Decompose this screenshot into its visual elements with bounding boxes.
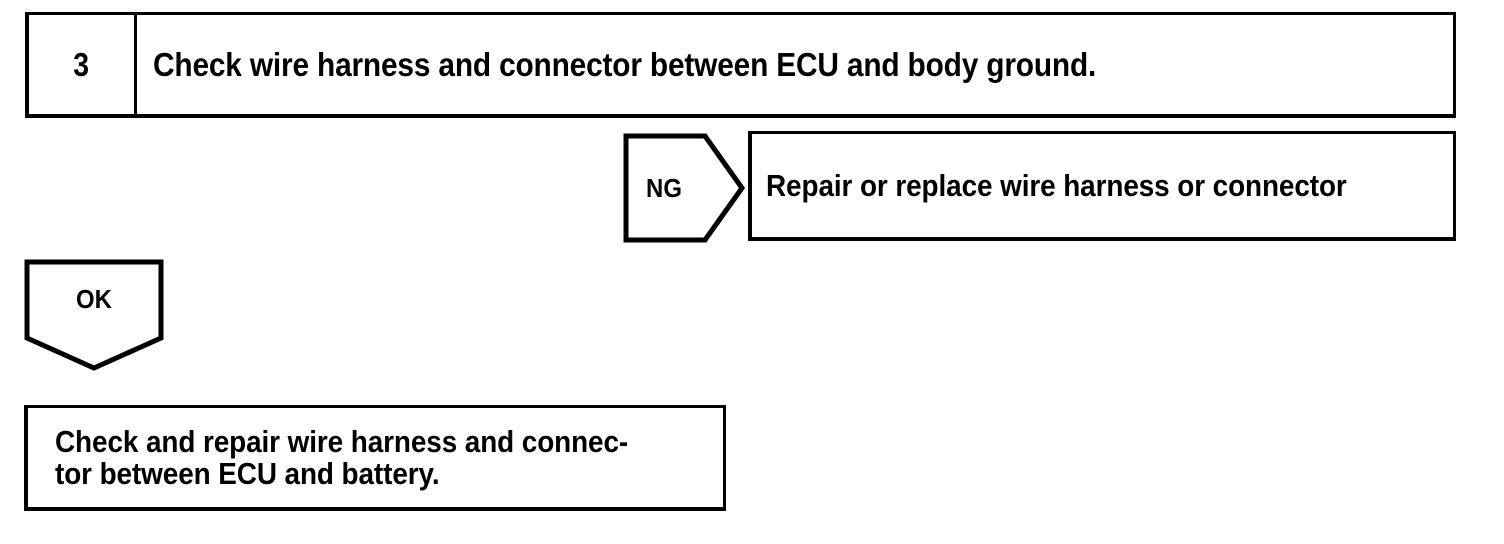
ok-arrow-shape [24, 259, 164, 371]
ng-branch-arrow [623, 133, 745, 243]
ok-branch-arrow [24, 259, 164, 371]
step-instruction-text: Check wire harness and connector between… [153, 46, 1097, 83]
ok-result-text-line1: Check and repair wire harness and connec… [55, 423, 629, 459]
ok-result-box: Check and repair wire harness and connec… [24, 405, 726, 511]
ng-result-box: Repair or replace wire harness or connec… [748, 131, 1456, 241]
ok-result-text-line2: tor between ECU and battery. [55, 455, 440, 491]
ng-result-text: Repair or replace wire harness or connec… [766, 168, 1347, 203]
step-row: 3 Check wire harness and connector betwe… [25, 12, 1456, 118]
step-number: 3 [73, 46, 90, 83]
step-number-cell: 3 [29, 15, 137, 114]
step-instruction-cell: Check wire harness and connector between… [137, 15, 1453, 114]
ng-arrow-shape [623, 133, 745, 243]
